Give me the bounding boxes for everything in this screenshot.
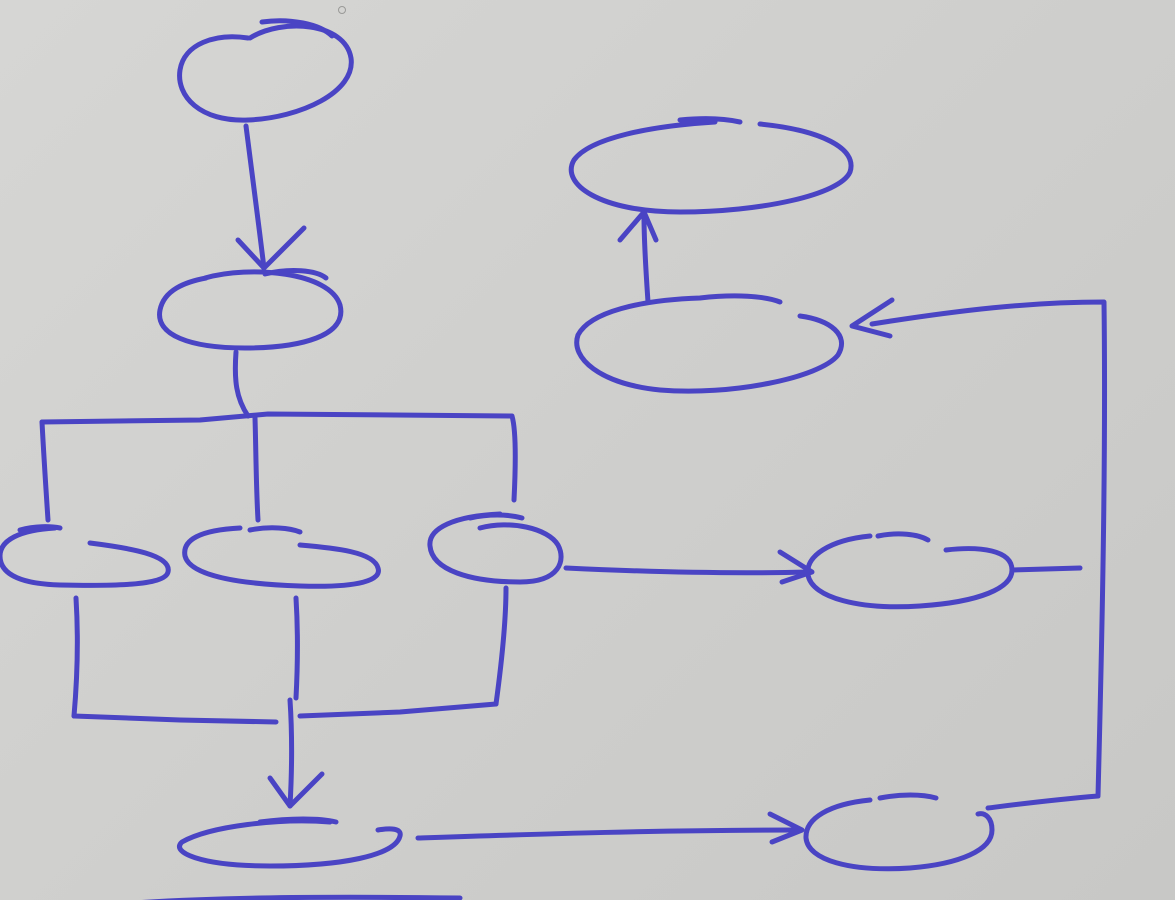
baseline-scribble bbox=[141, 894, 463, 900]
node-n-second bbox=[157, 268, 344, 351]
node-n-branch-middle bbox=[182, 525, 381, 589]
node-n-bottom-right bbox=[803, 792, 995, 872]
edge-bus-to-branch-middle bbox=[252, 415, 261, 523]
edge-branch-bus bbox=[39, 411, 518, 503]
edge-bottom-right-to-upper-right bbox=[869, 299, 1108, 811]
edge-second-to-bus bbox=[232, 349, 251, 419]
edge-upper-right-to-end bbox=[641, 213, 651, 305]
node-n-merge-bottom bbox=[177, 816, 403, 869]
edge-top-to-second bbox=[243, 123, 267, 271]
edge-side-right-stub bbox=[1009, 565, 1083, 573]
node-n-branch-left bbox=[0, 524, 171, 588]
edge-merge-to-bottom bbox=[287, 697, 294, 809]
node-n-end-top-right bbox=[568, 116, 854, 215]
edge-branch-left-down bbox=[71, 595, 80, 719]
edge-bottom-to-bottom-right-arrowhead bbox=[767, 811, 805, 845]
node-n-upper-right bbox=[574, 293, 844, 394]
whiteboard-speck bbox=[338, 6, 346, 14]
edge-branch-middle-down bbox=[293, 595, 300, 701]
edge-merge-to-bottom-arrowhead bbox=[267, 771, 325, 809]
node-n-top bbox=[177, 18, 354, 123]
edge-bus-to-branch-left bbox=[39, 419, 51, 523]
edge-bottom-right-to-upper-right-arrowhead bbox=[849, 297, 895, 339]
node-n-side-right bbox=[805, 531, 1015, 610]
edge-merge-bus bbox=[71, 701, 499, 725]
edge-upper-right-to-end-arrowhead bbox=[617, 209, 659, 243]
edge-top-to-second-arrowhead bbox=[235, 225, 307, 271]
edge-bottom-to-bottom-right bbox=[415, 827, 803, 841]
edge-branch-right-down bbox=[493, 585, 509, 707]
edge-branch-right-to-side-right-arrowhead bbox=[777, 549, 815, 585]
edge-branch-right-to-side-right bbox=[563, 565, 811, 576]
node-n-branch-right bbox=[427, 511, 564, 585]
